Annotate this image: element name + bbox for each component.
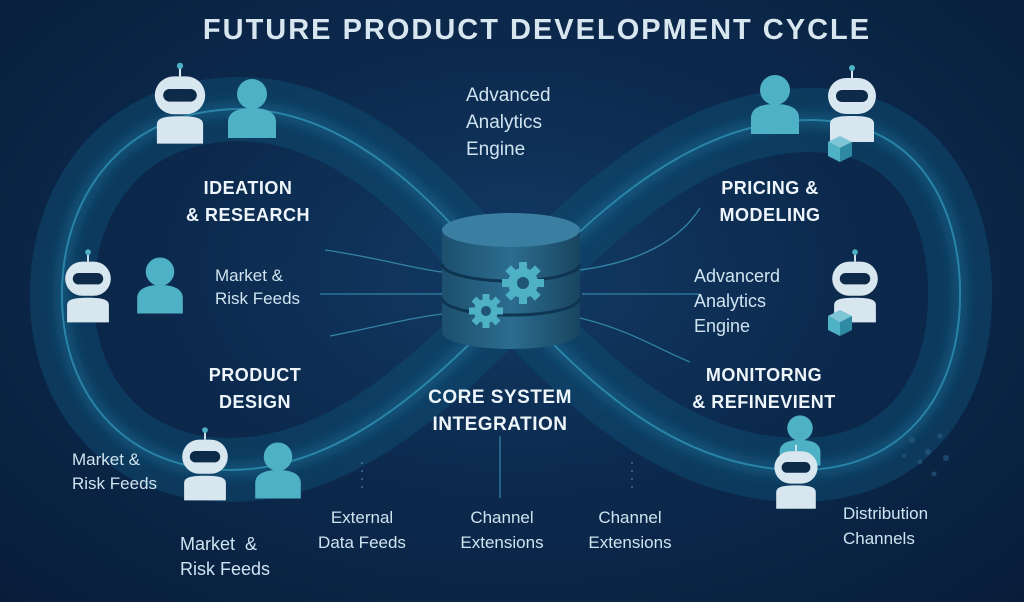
label-distribution-line1: Distribution — [843, 504, 929, 523]
label-distribution: Distribution Channels — [843, 501, 928, 551]
label-market-bottom-left-line1: Market & — [72, 450, 141, 469]
label-analytics-right-line1: Advancerd — [694, 266, 781, 286]
label-market-left-line1: Market & — [215, 266, 284, 285]
robot-icon — [65, 249, 111, 323]
cube-icon — [828, 136, 852, 162]
stage-pricing-line2: MODELING — [719, 205, 821, 225]
label-channel-right-line2: Extensions — [588, 533, 672, 552]
label-market-bottom-line1: Market & — [180, 534, 258, 554]
label-channel-center-line1: Channel — [470, 508, 534, 527]
stage-product-design: PRODUCT DESIGN — [190, 362, 320, 416]
label-channel-center-line2: Extensions — [460, 533, 544, 552]
robot-icon — [774, 439, 818, 509]
label-analytics-top-line2: Analytics — [466, 112, 543, 133]
stage-monitoring-line1: MONITORNG — [705, 365, 823, 385]
stage-core: CORE SYSTEM INTEGRATION — [420, 384, 580, 438]
gear-icon — [502, 262, 544, 304]
cube-icon — [828, 310, 852, 336]
stage-ideation-line1: IDEATION — [203, 178, 293, 198]
label-external-line1: External — [330, 508, 394, 527]
page-title: FUTURE PRODUCT DEVELOPMENT CYCLE — [202, 14, 872, 46]
stage-pricing-line1: PRICING & — [721, 178, 819, 198]
stage-pricing: PRICING & MODELING — [700, 175, 840, 229]
label-market-bottom-left-line2: Risk Feeds — [72, 474, 158, 493]
label-market-left: Market & Risk Feeds — [215, 264, 300, 310]
stage-product-design-line2: DESIGN — [218, 392, 291, 412]
dotted-dividers — [361, 462, 633, 494]
label-channel-right: Channel Extensions — [572, 505, 688, 555]
label-channel-center: Channel Extensions — [444, 505, 560, 555]
robot-icon — [154, 62, 206, 144]
person-icon — [137, 257, 183, 314]
person-icon — [751, 75, 799, 134]
label-external-line2: Data Feeds — [318, 533, 406, 552]
label-analytics-right-line3: Engine — [694, 316, 751, 336]
stage-ideation-line2: & RESEARCH — [185, 205, 310, 225]
label-analytics-right: Advancerd Analytics Engine — [694, 264, 780, 339]
gear-icon — [469, 294, 503, 328]
label-market-left-line2: Risk Feeds — [215, 289, 301, 308]
person-icon — [255, 442, 301, 499]
robot-icon — [828, 65, 876, 142]
decorative-dots — [902, 433, 949, 477]
label-external: External Data Feeds — [304, 505, 420, 555]
robot-icon — [182, 427, 228, 501]
stage-core-line2: INTEGRATION — [432, 414, 568, 435]
label-analytics-right-line2: Analytics — [694, 291, 767, 311]
label-analytics-top: Advanced Analytics Engine — [466, 82, 551, 163]
connector-lines — [320, 207, 701, 498]
stage-core-line1: CORE SYSTEM — [428, 387, 572, 408]
person-icon — [228, 79, 276, 138]
label-analytics-top-line1: Advanced — [466, 85, 551, 106]
label-channel-right-line1: Channel — [598, 508, 662, 527]
stage-ideation: IDEATION & RESEARCH — [178, 175, 318, 229]
label-market-bottom: Market & Risk Feeds — [180, 532, 270, 582]
stage-monitoring: MONITORNG & REFINEVIENT — [684, 362, 844, 416]
stage-product-design-line1: PRODUCT — [208, 365, 302, 385]
label-analytics-top-line3: Engine — [466, 139, 526, 160]
stage-monitoring-line2: & REFINEVIENT — [692, 392, 836, 412]
label-market-bottom-left: Market & Risk Feeds — [72, 448, 157, 496]
label-market-bottom-line2: Risk Feeds — [180, 559, 271, 579]
label-distribution-line2: Channels — [843, 529, 915, 548]
